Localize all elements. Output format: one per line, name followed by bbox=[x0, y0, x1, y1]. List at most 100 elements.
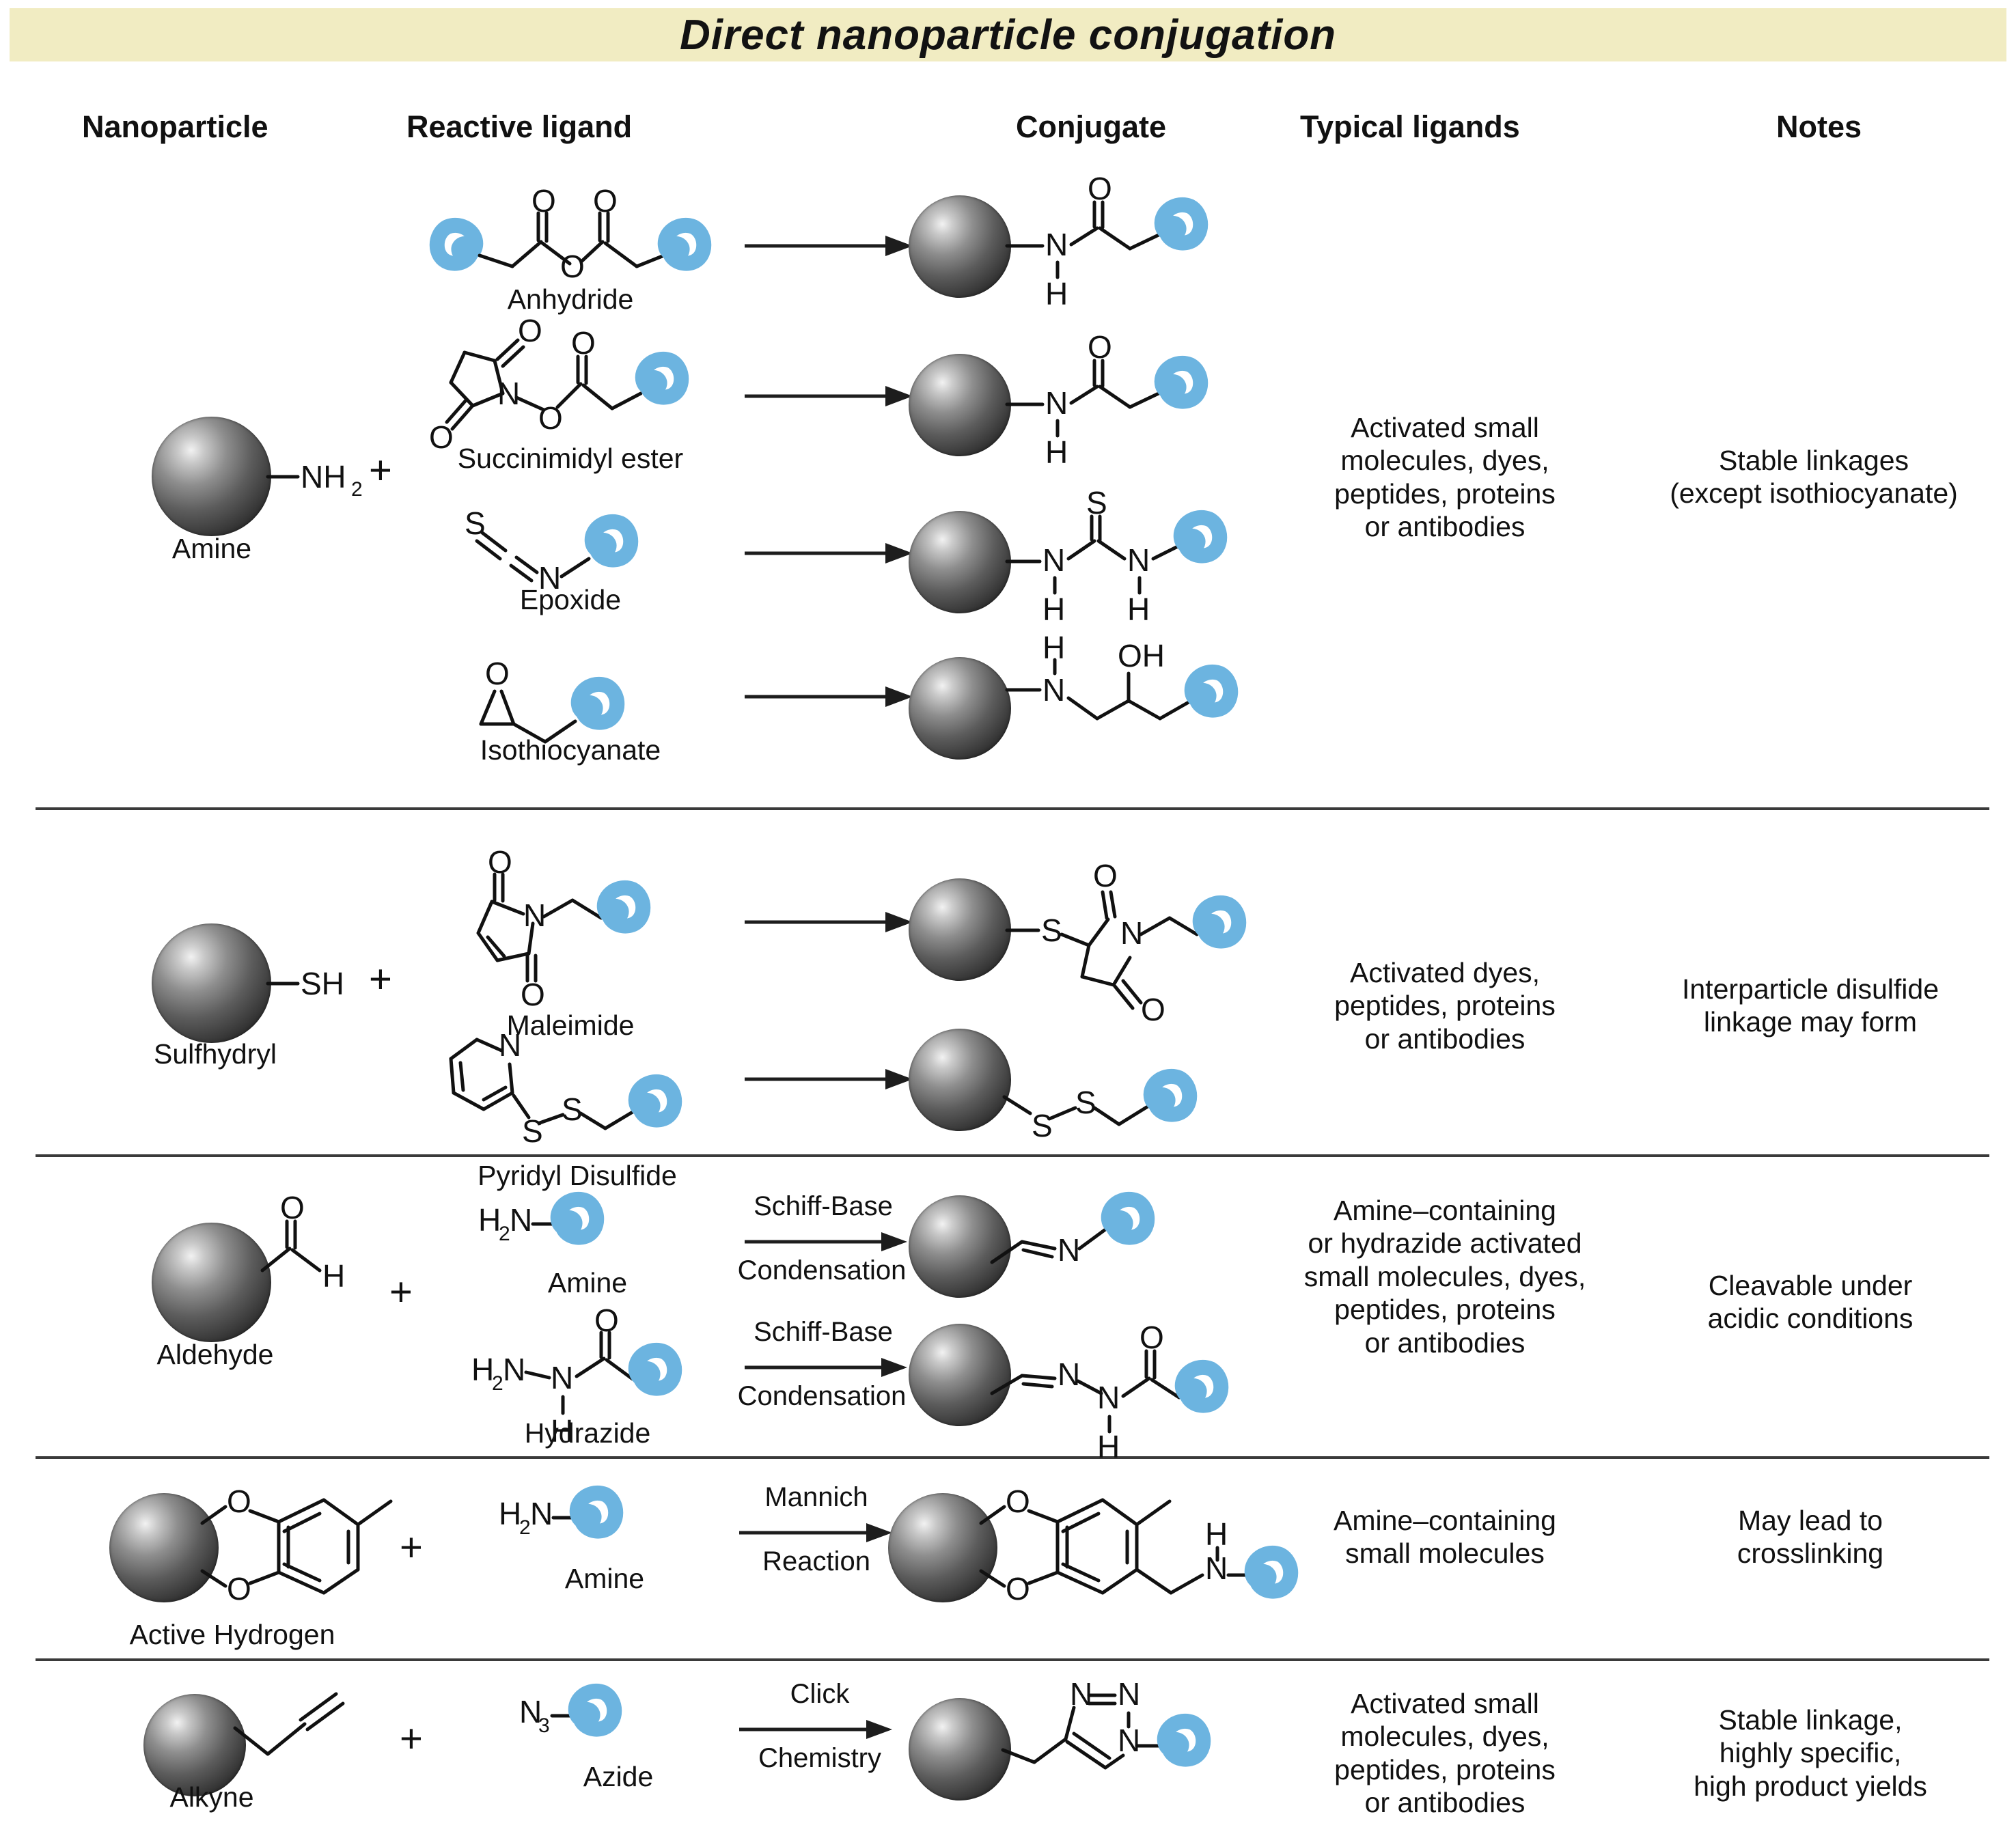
atom-label-o-epoxide: O bbox=[485, 656, 510, 691]
typical-ligands-alkyne: Activated small molecules, dyes, peptide… bbox=[1284, 1687, 1605, 1820]
atom-label-o-dioxine-top: O bbox=[227, 1484, 251, 1519]
plus-sign-row-sulfhydryl: + bbox=[369, 957, 392, 1001]
conjugate-imine-structure: N bbox=[990, 1182, 1265, 1305]
conjugate-hydrazone-structure: N N H O bbox=[990, 1305, 1279, 1464]
notes-amine-line-1: Stable linkages bbox=[1718, 445, 1909, 476]
plus-sign-row-alkyne: + bbox=[400, 1716, 423, 1761]
notes-sulfhydryl-line-2: linkage may form bbox=[1703, 1006, 1918, 1038]
ligand-label-hydrazide: Hydrazide bbox=[524, 1417, 651, 1449]
typical-ligands-aldehyde-line-3: small molecules, dyes, bbox=[1303, 1260, 1586, 1292]
typical-ligands-aldehyde-line-2: or hydrazide activated bbox=[1308, 1227, 1582, 1260]
conjugate-disulfide-structure: S S bbox=[1002, 1022, 1278, 1158]
amine-ligand-structure-aldehyde: H 2 N bbox=[478, 1188, 724, 1284]
atom-label-h-sub-amine-mannich: 2 bbox=[519, 1516, 531, 1539]
reaction-arrow-succinimidyl-ester bbox=[745, 382, 915, 410]
atom-label-sh: SH bbox=[301, 966, 344, 1001]
atom-label-n-thiosuccinimide: N bbox=[1120, 915, 1143, 951]
typical-ligands-alkyne-line-2: molecules, dyes, bbox=[1340, 1721, 1549, 1753]
reaction-label-click-line-2: Chemistry bbox=[758, 1743, 882, 1773]
atom-label-n-maleimide: N bbox=[523, 898, 546, 933]
conjugate-mannich-structure: O O N H bbox=[979, 1479, 1309, 1630]
anhydride-structure: O O O bbox=[424, 183, 717, 287]
reaction-arrow-epoxide bbox=[745, 540, 915, 567]
reaction-arrow-mannich bbox=[739, 1520, 896, 1545]
reaction-label-mannich-b: Reaction bbox=[717, 1546, 915, 1577]
atom-label-o-maleimide-top: O bbox=[488, 844, 512, 880]
typical-ligands-active-hydrogen: Amine–containing small molecules bbox=[1278, 1504, 1612, 1570]
notes-alkyne-line-2: highly specific, bbox=[1719, 1737, 1902, 1769]
notes-sulfhydryl-line-1: Interparticle disulfide bbox=[1681, 973, 1939, 1005]
conjugate-sphere-mannich bbox=[888, 1493, 997, 1602]
typical-ligands-amine-line-2: molecules, dyes, bbox=[1340, 445, 1549, 477]
ligand-label-maleimide: Maleimide bbox=[506, 1010, 635, 1041]
conjugate-amide-structure-2: N H O bbox=[1005, 329, 1246, 474]
notes-alkyne-line-3: high product yields bbox=[1694, 1770, 1927, 1802]
atom-label-s-pyridyl-2: S bbox=[562, 1091, 583, 1127]
maleimide-structure: O O N bbox=[458, 844, 745, 1012]
typical-ligands-alkyne-line-1: Activated small bbox=[1351, 1688, 1539, 1719]
azide-structure: N 3 bbox=[519, 1680, 731, 1776]
conjugate-sphere-thiourea bbox=[909, 511, 1011, 613]
typical-ligands-sulfhydryl-line-2: peptides, proteins bbox=[1334, 990, 1556, 1022]
aldehyde-group-structure: O H bbox=[257, 1190, 407, 1325]
notes-active-hydrogen-line-1: May lead to bbox=[1738, 1505, 1883, 1536]
typical-ligands-amine: Activated small molecules, dyes, peptide… bbox=[1284, 411, 1605, 544]
reaction-label-schiff-base-1b: Condensation bbox=[702, 1255, 941, 1286]
atom-label-o-nhs-bottom: O bbox=[429, 419, 454, 455]
ligand-label-succinimidyl-ester: Succinimidyl ester bbox=[457, 443, 684, 474]
plus-sign-row-aldehyde: + bbox=[389, 1270, 413, 1314]
reaction-label-mannich: Mannich bbox=[717, 1482, 915, 1513]
atom-label-o-amide-2: O bbox=[1088, 329, 1112, 365]
column-header-nanoparticle: Nanoparticle bbox=[82, 109, 268, 144]
notes-alkyne: Stable linkage, highly specific, high pr… bbox=[1626, 1703, 1995, 1803]
typical-ligands-amine-line-4: or antibodies bbox=[1364, 511, 1525, 543]
column-header-notes: Notes bbox=[1776, 109, 1862, 144]
atom-label-n-amide-1: N bbox=[1045, 227, 1068, 262]
atom-label-o-thiosuccinimide-top: O bbox=[1093, 858, 1118, 893]
atom-label-n-thiourea-1: N bbox=[1042, 542, 1065, 578]
atom-label-n-hydrazone-2: N bbox=[1097, 1380, 1120, 1415]
reaction-label-schiff-base-2: Schiff-Base bbox=[710, 1317, 936, 1348]
typical-ligands-sulfhydryl-line-1: Activated dyes, bbox=[1349, 957, 1541, 988]
nanoparticle-sphere-sulfhydryl bbox=[152, 923, 271, 1043]
atom-label-h-amine-aldehyde: H bbox=[478, 1202, 501, 1238]
notes-sulfhydryl: Interparticle disulfide linkage may form bbox=[1612, 973, 2008, 1039]
column-header-typical-ligands: Typical ligands bbox=[1300, 109, 1520, 144]
atom-label-h-thiourea-1: H bbox=[1042, 592, 1065, 627]
succinimidyl-ester-structure: O O N O O bbox=[424, 313, 717, 455]
reaction-label-click-line-1: Click bbox=[790, 1679, 850, 1709]
atom-label-h-mannich: H bbox=[1205, 1516, 1228, 1552]
atom-label-h-hydrazide-nh: H bbox=[551, 1413, 573, 1449]
atom-label-o-hydrazone: O bbox=[1140, 1320, 1164, 1355]
atom-label-n-amine-aldehyde: N bbox=[510, 1202, 532, 1238]
notes-alkyne-line-1: Stable linkage, bbox=[1718, 1704, 1903, 1736]
conjugate-sphere-hydrazone bbox=[909, 1324, 1011, 1426]
reaction-label-mannich-line-2: Reaction bbox=[762, 1546, 870, 1576]
nanoparticle-label-sulfhydryl: Sulfhydryl bbox=[153, 1038, 277, 1070]
conjugate-hydroxy-amine-structure: N H OH bbox=[1005, 630, 1280, 772]
hydrazide-structure: H 2 N N H O bbox=[471, 1303, 731, 1458]
nanoparticle-label-alkyne: Alkyne bbox=[169, 1781, 254, 1813]
typical-ligands-amine-line-1: Activated small bbox=[1351, 412, 1539, 443]
ligand-label-amine-active-hydrogen: Amine bbox=[564, 1563, 645, 1594]
nanoparticle-label-amine: Amine bbox=[171, 533, 252, 564]
nanoparticle-label-aldehyde: Aldehyde bbox=[156, 1339, 274, 1370]
atom-label-n-hydrazide-2: N bbox=[551, 1360, 573, 1395]
figure-title: Direct nanoparticle conjugation bbox=[679, 11, 1337, 59]
notes-aldehyde-line-2: acidic conditions bbox=[1707, 1303, 1914, 1335]
typical-ligands-aldehyde-line-4: peptides, proteins bbox=[1334, 1294, 1556, 1326]
typical-ligands-active-hydrogen-line-1: Amine–containing bbox=[1334, 1505, 1556, 1536]
epoxide-drawn-structure: O bbox=[471, 656, 731, 764]
atom-label-h-hydrazide: H bbox=[471, 1352, 494, 1387]
plus-sign-row-amine: + bbox=[369, 448, 392, 492]
atom-label-n-azide: N bbox=[519, 1694, 542, 1729]
reaction-arrow-schiff-base-2 bbox=[745, 1355, 915, 1380]
typical-ligands-alkyne-line-3: peptides, proteins bbox=[1334, 1753, 1556, 1785]
atom-label-s-disulfide-1: S bbox=[1032, 1108, 1053, 1143]
amine-group-structure: NH 2 bbox=[266, 451, 396, 505]
reaction-arrow-schiff-base-1 bbox=[745, 1229, 915, 1254]
conjugate-triazole-structure: N N N bbox=[1001, 1676, 1276, 1803]
atom-label-s-scn: S bbox=[465, 505, 486, 541]
typical-ligands-aldehyde-line-5: or antibodies bbox=[1364, 1326, 1525, 1359]
